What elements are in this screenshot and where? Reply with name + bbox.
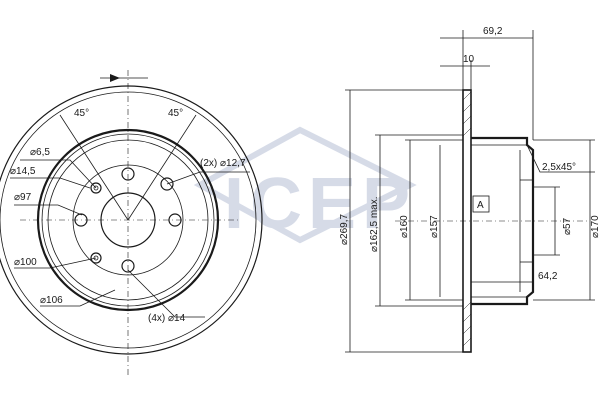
dia-100-label: 100 — [20, 257, 37, 268]
dia-162-5-symbol: ⌀ — [369, 246, 380, 252]
centre-bore — [100, 192, 156, 248]
svg-text:(2x) ⌀12,7: (2x) ⌀12,7 — [200, 158, 246, 169]
svg-text:⌀14,5: ⌀14,5 — [10, 166, 36, 177]
dia-157-symbol: ⌀ — [429, 232, 440, 238]
bolt-holes — [74, 167, 182, 273]
disc-outer-edge — [0, 85, 263, 355]
svg-text:⌀57: ⌀57 — [562, 217, 573, 235]
dia-269-7-symbol: ⌀ — [339, 239, 350, 245]
friction-ring-inner — [36, 128, 220, 312]
angle-left-label: 45° — [74, 108, 89, 119]
dim-64-2-label: 64,2 — [538, 271, 558, 282]
bolt-4x-count: (4x) — [148, 313, 165, 324]
dia-170-symbol: ⌀ — [590, 232, 600, 238]
dia-157-label: 157 — [429, 215, 440, 232]
dia-100-symbol: ⌀ — [14, 257, 20, 268]
svg-text:⌀6,5: ⌀6,5 — [30, 147, 50, 158]
angle-right-label: 45° — [168, 108, 183, 119]
hat-profile — [471, 136, 535, 306]
dia-269-7-label: 269,7 — [339, 214, 350, 239]
svg-text:⌀100: ⌀100 — [14, 257, 37, 268]
svg-text:⌀269,7: ⌀269,7 — [339, 214, 350, 245]
svg-text:⌀162,5 max.: ⌀162,5 max. — [369, 196, 380, 252]
dia-57-label: 57 — [562, 217, 573, 229]
dia-160-symbol: ⌀ — [399, 232, 410, 238]
svg-text:⌀97: ⌀97 — [14, 192, 32, 203]
brand-watermark: ICEP — [193, 126, 417, 244]
brand-logo-text: ICEP — [224, 164, 416, 244]
hole-small-symbol: ⌀ — [30, 147, 36, 158]
svg-text:⌀160: ⌀160 — [399, 215, 410, 238]
dia-160-label: 160 — [399, 215, 410, 232]
svg-text:⌀170: ⌀170 — [590, 215, 600, 238]
dia-170-label: 170 — [590, 215, 600, 232]
side-view — [345, 30, 595, 353]
front-view — [0, 70, 263, 375]
hole-small-label: 6,5 — [36, 147, 50, 158]
bolt-4x-dia: 14 — [174, 313, 186, 324]
hole-14-5-symbol: ⌀ — [10, 166, 16, 177]
dia-97-label: 97 — [20, 192, 32, 203]
dim-10-label: 10 — [463, 54, 475, 65]
dim-69-2-label: 69,2 — [483, 26, 503, 37]
dia-162-5-label: 162,5 max. — [369, 196, 380, 245]
dia-106-symbol: ⌀ — [40, 295, 46, 306]
hat-ring — [72, 164, 184, 276]
svg-text:(4x) ⌀14: (4x) ⌀14 — [148, 313, 186, 324]
svg-text:⌀106: ⌀106 — [40, 295, 63, 306]
svg-text:⌀157: ⌀157 — [429, 215, 440, 238]
bolt-4x-symbol: ⌀ — [168, 313, 174, 324]
bolt-2x-dia: 12,7 — [226, 158, 246, 169]
chamfer-label: 2,5x45° — [542, 162, 576, 173]
dia-57-symbol: ⌀ — [562, 229, 573, 235]
datum-box — [472, 195, 490, 213]
dia-106-label: 106 — [46, 295, 63, 306]
bolt-2x-count: (2x) — [200, 158, 217, 169]
hole-14-5-label: 14,5 — [16, 166, 36, 177]
bolt-2x-symbol: ⌀ — [220, 158, 226, 169]
datum-label: A — [477, 200, 484, 211]
dia-97-symbol: ⌀ — [14, 192, 20, 203]
